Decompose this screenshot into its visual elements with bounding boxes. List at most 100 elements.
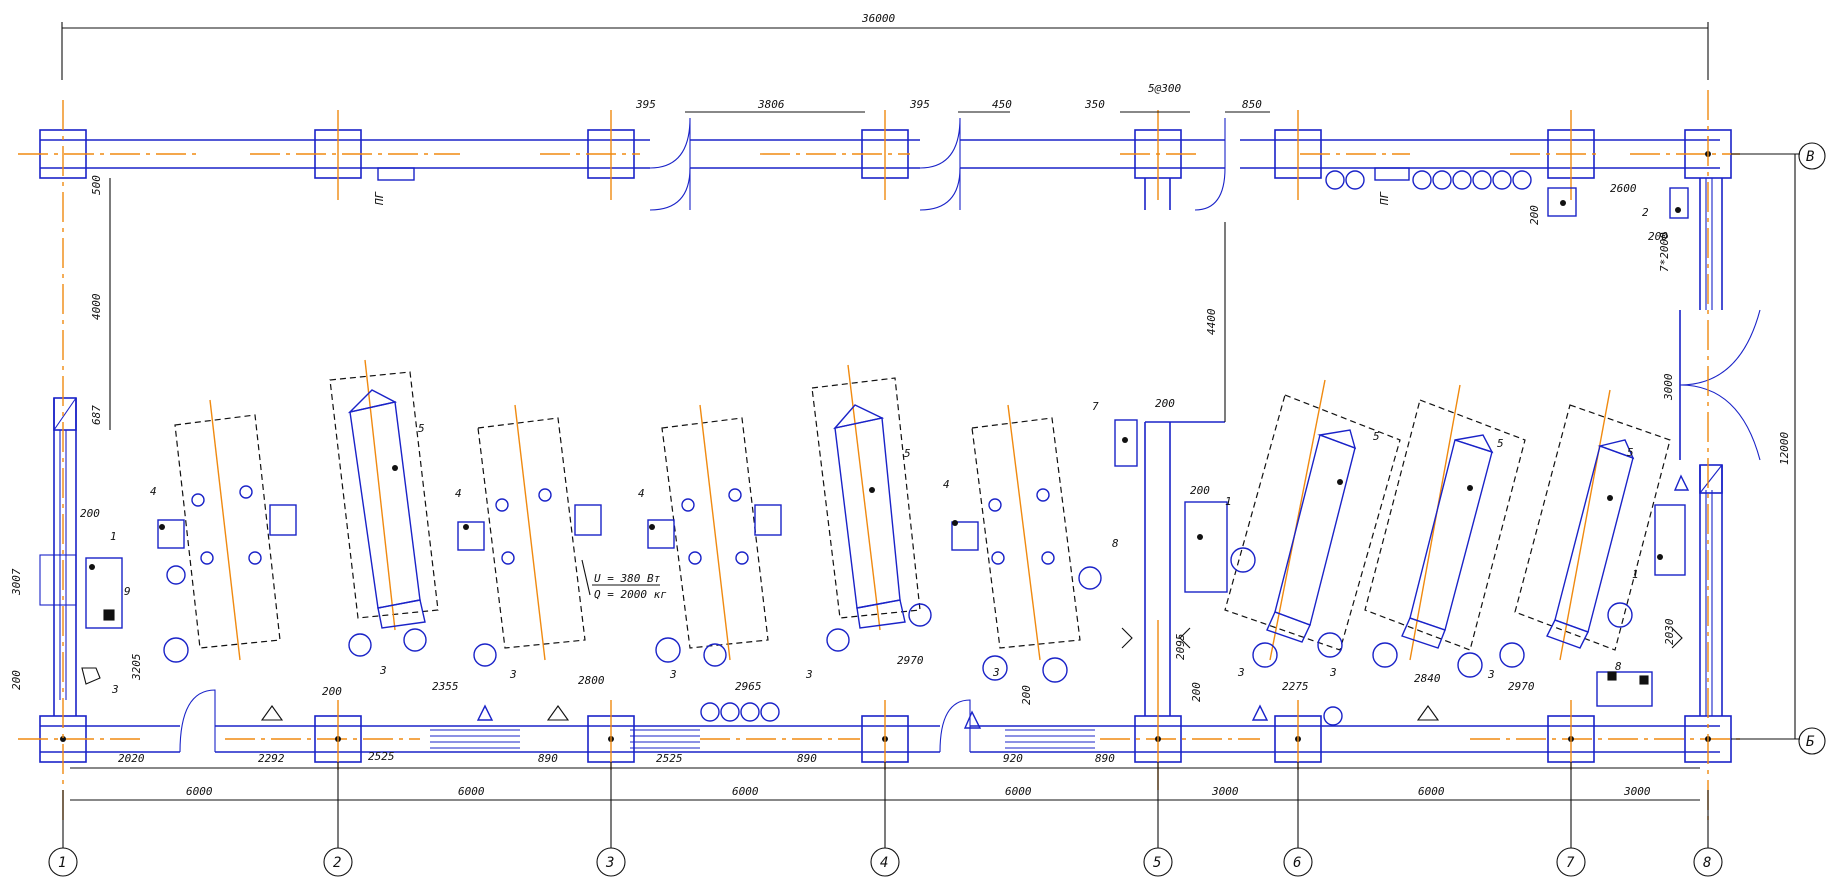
mid-dimensions: 4400 200 200 200 xyxy=(80,308,1218,520)
bdim-21: 200 xyxy=(1020,685,1033,705)
marker-3g: 3 xyxy=(1237,666,1245,679)
mid-dim-4400: 4400 xyxy=(1205,308,1218,335)
axis-letter-V: В xyxy=(1806,149,1814,165)
top-dim-11: 7*2000 xyxy=(1658,232,1671,272)
axis-numbers: 1 2 3 4 5 6 7 8 xyxy=(48,762,1723,877)
bdim-7: 2965 xyxy=(735,680,762,693)
marker-5e: 5 xyxy=(1627,446,1634,459)
bdim-3: 2525 xyxy=(368,750,395,763)
marker-3c: 3 xyxy=(509,668,517,681)
marker-4d: 4 xyxy=(943,478,950,491)
marker-9: 9 xyxy=(124,585,131,598)
axis-num-1: 1 xyxy=(58,855,66,871)
top-dim-10: 200 xyxy=(1648,230,1668,243)
marker-5c: 5 xyxy=(1373,430,1380,443)
top-dim-1: 395 xyxy=(635,98,656,111)
marker-3b: 3 xyxy=(379,664,387,677)
right-dimensions: 3000 12000 В Б xyxy=(1662,142,1826,755)
long-machines xyxy=(347,389,1635,649)
marker-4a: 4 xyxy=(150,485,157,498)
marker-3h: 3 xyxy=(1329,666,1337,679)
span-5: 3000 xyxy=(1211,785,1239,798)
internal-partition xyxy=(1144,178,1226,716)
span-3: 6000 xyxy=(732,785,759,798)
bdim-20: 2030 xyxy=(1663,618,1676,645)
marker-2: 2 xyxy=(1642,206,1649,219)
span-dimensions: 6000 6000 6000 6000 3000 6000 3000 xyxy=(186,785,1651,798)
top-dim-2: 3806 xyxy=(757,98,785,111)
span-2: 6000 xyxy=(458,785,485,798)
marker-1b: 1 xyxy=(1225,495,1232,508)
bottom-dimension-chain: 2020 2292 2525 200 2355 2800 2965 2970 8… xyxy=(70,618,1700,801)
wall-symbols xyxy=(81,474,1690,729)
axis-marker-V xyxy=(1798,142,1826,170)
marker-3f: 3 xyxy=(992,666,1000,679)
bdim-2: 2292 xyxy=(258,752,285,765)
marker-8a: 8 xyxy=(1112,537,1119,550)
marker-3a: 3 xyxy=(111,683,119,696)
span-4: 6000 xyxy=(1005,785,1032,798)
marker-3d: 3 xyxy=(669,668,677,681)
marker-8b: 8 xyxy=(1615,660,1622,673)
right-dim-12000: 12000 xyxy=(1778,432,1791,465)
bottom-wall xyxy=(18,151,1740,763)
top-dim-7: 850 xyxy=(1242,98,1262,111)
axis-num-8: 8 xyxy=(1703,855,1711,871)
marker-5b: 5 xyxy=(904,447,911,460)
bdim-11: 890 xyxy=(797,752,817,765)
top-dim-4: 450 xyxy=(992,98,1012,111)
span-6: 6000 xyxy=(1418,785,1445,798)
equipment-footprints xyxy=(174,359,1671,661)
top-dim-8: 2600 xyxy=(1610,182,1637,195)
bdim-17: 2840 xyxy=(1414,672,1441,685)
overall-dimension: 36000 xyxy=(61,12,1709,80)
workplace-units xyxy=(157,485,1633,683)
axis-num-4: 4 xyxy=(880,855,888,871)
bdim-4: 200 xyxy=(322,685,342,698)
marker-4c: 4 xyxy=(638,487,645,500)
axis-num-3: 3 xyxy=(605,855,614,871)
bdim-19: 3205 xyxy=(130,654,143,682)
marker-5d: 5 xyxy=(1497,437,1504,450)
axis-num-2: 2 xyxy=(333,855,341,871)
top-wall xyxy=(18,117,1740,211)
left-dim-2: 4000 xyxy=(90,293,103,320)
side-walls xyxy=(39,90,1761,820)
marker-1a: 1 xyxy=(110,530,117,543)
top-dimensions: 395 3806 395 450 350 5@300 850 2600 200 … xyxy=(635,82,1671,272)
top-dim-5: 350 xyxy=(1084,98,1105,111)
mid-dim-200a: 200 xyxy=(1155,397,1175,410)
axis-num-7: 7 xyxy=(1566,855,1575,871)
overall-dimension-label: 36000 xyxy=(861,12,895,25)
cabinets xyxy=(85,187,1689,707)
left-dim-4: 3007 xyxy=(10,568,23,596)
bdim-16: 2275 xyxy=(1282,680,1309,693)
bdim-12: 920 xyxy=(1003,752,1023,765)
top-dim-6: 5@300 xyxy=(1148,82,1181,95)
span-7: 3000 xyxy=(1623,785,1651,798)
marker-4b: 4 xyxy=(455,487,462,500)
bdim-5: 2355 xyxy=(432,680,459,693)
marker-3e: 3 xyxy=(805,668,813,681)
pg-label-1: ПГ xyxy=(373,191,386,206)
callout-markers: 1 1 1 2 3 3 3 3 3 3 3 3 3 4 4 4 4 5 5 5 … xyxy=(110,206,1649,696)
axis-letter-B: Б xyxy=(1806,734,1815,750)
bdim-13: 890 xyxy=(1095,752,1115,765)
mid-dim-200c: 200 xyxy=(80,507,100,520)
top-dim-9: 200 xyxy=(1528,205,1541,225)
mid-dim-200b: 200 xyxy=(1190,484,1210,497)
bdim-18: 2970 xyxy=(1508,680,1535,693)
load-line-1: U = 380 Вт xyxy=(594,572,661,585)
axis-marker-B xyxy=(1798,727,1826,755)
left-dim-1: 500 xyxy=(90,175,103,195)
marker-7: 7 xyxy=(1092,400,1099,413)
span-1: 6000 xyxy=(186,785,213,798)
right-dim-3000: 3000 xyxy=(1662,373,1675,401)
bdim-1: 2020 xyxy=(118,752,145,765)
axis-num-6: 6 xyxy=(1293,855,1301,871)
top-dim-3: 395 xyxy=(909,98,930,111)
marker-1c: 1 xyxy=(1632,568,1639,581)
bdim-15: 200 xyxy=(1190,682,1203,702)
bdim-9: 890 xyxy=(538,752,558,765)
